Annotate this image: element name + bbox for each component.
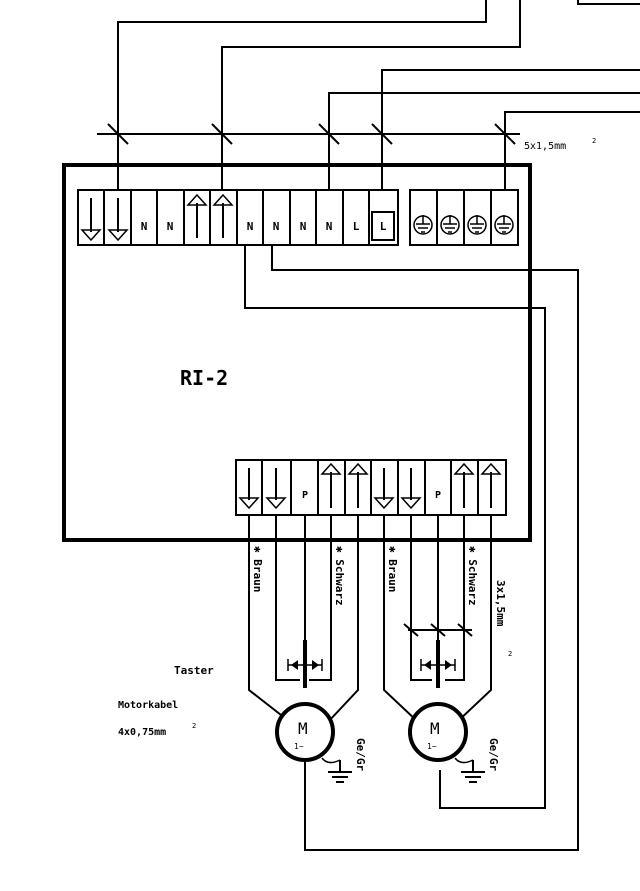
cable-spec-label: 3x1,5mm <box>494 580 507 627</box>
arrow-down-icon <box>373 468 395 510</box>
n-return-wires <box>244 245 579 851</box>
ground-icon <box>321 757 352 783</box>
motor-sub-label: 1~ <box>427 742 437 751</box>
arrow-up-icon <box>320 462 342 508</box>
arrow-up-icon <box>347 462 369 508</box>
terminal-label: N <box>167 220 174 233</box>
ground-color-label: Ge/Gr <box>354 738 367 771</box>
ground-icon <box>467 215 487 235</box>
arrow-down-icon <box>238 468 260 510</box>
motor-label: M <box>298 719 308 738</box>
terminal-label: N <box>326 220 333 233</box>
terminal-label: P <box>435 490 441 501</box>
motor-2: M 1~ <box>408 702 468 762</box>
switch-icon <box>287 640 323 688</box>
terminal-label: N <box>300 220 307 233</box>
wire-color-label: ✱ Schwarz <box>333 546 346 606</box>
arrow-up-icon <box>186 193 208 238</box>
bottom-terminal-strip: P P <box>235 459 507 516</box>
arrow-down-icon <box>265 468 287 510</box>
arrow-down-icon <box>400 468 422 510</box>
wire-color-label: ✱ Braun <box>251 546 264 592</box>
terminal-label: L <box>380 220 387 233</box>
ground-icon <box>494 215 514 235</box>
motorkabel-sup: 2 <box>192 722 196 730</box>
switch-icon <box>420 640 456 688</box>
ground-icon <box>454 757 485 783</box>
motor-sub-label: 1~ <box>294 742 304 751</box>
ground-terminal-strip <box>409 189 519 246</box>
device-box <box>62 163 532 542</box>
arrow-up-icon <box>453 462 475 508</box>
top-terminal-strip: N N N N N N L L <box>77 189 399 246</box>
terminal-label: N <box>273 220 280 233</box>
terminal-label: N <box>141 220 148 233</box>
arrow-up-icon <box>480 462 502 508</box>
motor-1: M 1~ <box>275 702 335 762</box>
taster-label: Taster <box>174 664 214 677</box>
motorkabel-size-label: 4x0,75mm <box>118 727 166 738</box>
ground-icon <box>413 215 433 235</box>
motor-wires <box>248 515 492 851</box>
cable-spec-sup: 2 <box>508 650 512 658</box>
cable-spec-sup: 2 <box>592 137 596 145</box>
wire-color-label: ✱ Schwarz <box>466 546 479 606</box>
motorkabel-label: Motorkabel <box>118 700 178 711</box>
terminal-label: N <box>247 220 254 233</box>
motor-label: M <box>430 719 440 738</box>
ground-icon <box>440 215 460 235</box>
terminal-label: P <box>302 490 308 501</box>
terminal-label: L <box>353 220 360 233</box>
arrow-up-icon <box>212 193 234 238</box>
ground-color-label: Ge/Gr <box>487 738 500 771</box>
device-label: RI-2 <box>180 366 228 390</box>
incoming-wires <box>97 0 640 190</box>
arrow-down-icon <box>107 198 129 242</box>
arrow-down-icon <box>80 198 102 242</box>
cable-spec-label: 5x1,5mm <box>524 141 566 152</box>
wire-color-label: ✱ Braun <box>386 546 399 592</box>
